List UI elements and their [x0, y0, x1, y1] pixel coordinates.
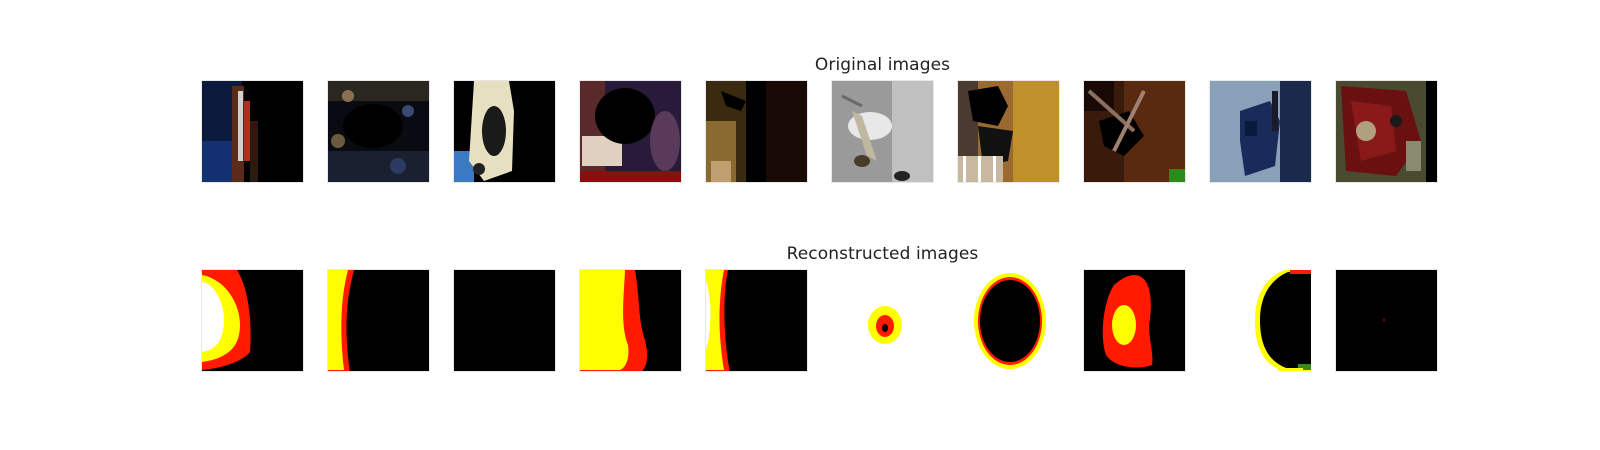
original-image: [453, 80, 556, 183]
original-images-title: Original images: [814, 55, 951, 75]
original-image: [1083, 80, 1186, 183]
reconstructed-image: [1209, 269, 1312, 372]
reconstructed-image: [1083, 269, 1186, 372]
reconstructed-image: [705, 269, 808, 372]
reconstructed-image: [831, 269, 934, 372]
reconstructed-image: [201, 269, 304, 372]
reconstructed-image: [453, 269, 556, 372]
original-image: [201, 80, 304, 183]
reconstructed-images-title: Reconstructed images: [786, 244, 979, 264]
original-image: [831, 80, 934, 183]
original-image: [579, 80, 682, 183]
original-image: [327, 80, 430, 183]
reconstructed-image: [327, 269, 430, 372]
reconstructed-image: [579, 269, 682, 372]
reconstructed-image: [957, 269, 1060, 372]
original-image: [957, 80, 1060, 183]
original-image: [705, 80, 808, 183]
reconstructed-image: [1335, 269, 1438, 372]
original-image: [1335, 80, 1438, 183]
original-image: [1209, 80, 1312, 183]
